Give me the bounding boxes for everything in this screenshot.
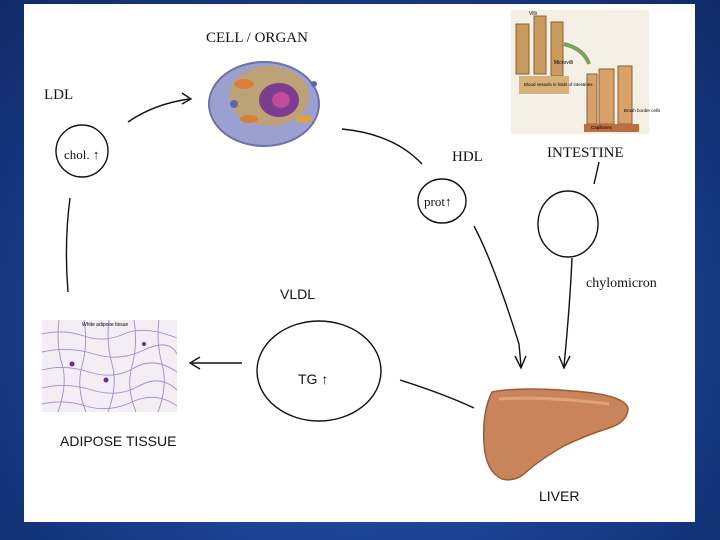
arrows <box>65 92 600 409</box>
label-chol: chol. ↑ <box>64 147 100 162</box>
villi-caption: Villi <box>529 11 537 17</box>
liver-shape <box>482 388 629 481</box>
intestine-illustration: Villi Microvilli Blood vessels in folds … <box>511 10 661 134</box>
brush-border-caption: Brush border cells <box>624 108 661 113</box>
label-intestine: INTESTINE <box>547 145 624 161</box>
label-chylomicron: chylomicron <box>586 276 657 291</box>
adipose-caption: White adipose tissue <box>82 322 128 328</box>
intestine-circle <box>537 190 599 258</box>
label-cell-organ: CELL / ORGAN <box>206 30 308 46</box>
prot-circle <box>417 178 467 224</box>
label-tg: TG ↑ <box>298 371 329 387</box>
microvilli-caption: Microvilli <box>554 60 573 66</box>
cell-illustration <box>208 61 320 147</box>
label-adipose-tissue: ADIPOSE TISSUE <box>60 433 177 449</box>
diagram-overlay: Villi Microvilli Blood vessels in folds … <box>41 10 661 481</box>
label-hdl: HDL <box>452 149 483 165</box>
arrow-up-icon: ↑ <box>444 194 452 209</box>
blood-vessels-caption: Blood vessels in folds of intestines <box>524 82 593 87</box>
capillaries-caption: Capillaries <box>591 125 613 130</box>
chol-circle <box>55 124 109 178</box>
arrow-up-icon: ↑ <box>92 147 100 162</box>
vldl-circle <box>256 320 382 422</box>
slide: Villi Microvilli Blood vessels in folds … <box>24 4 695 522</box>
label-liver: LIVER <box>539 488 580 504</box>
label-prot: prot↑ <box>424 194 452 209</box>
label-vldl: VLDL <box>280 286 316 302</box>
label-ldl: LDL <box>44 87 74 103</box>
adipose-illustration: White adipose tissue <box>41 319 178 413</box>
arrow-up-icon: ↑ <box>321 371 329 387</box>
